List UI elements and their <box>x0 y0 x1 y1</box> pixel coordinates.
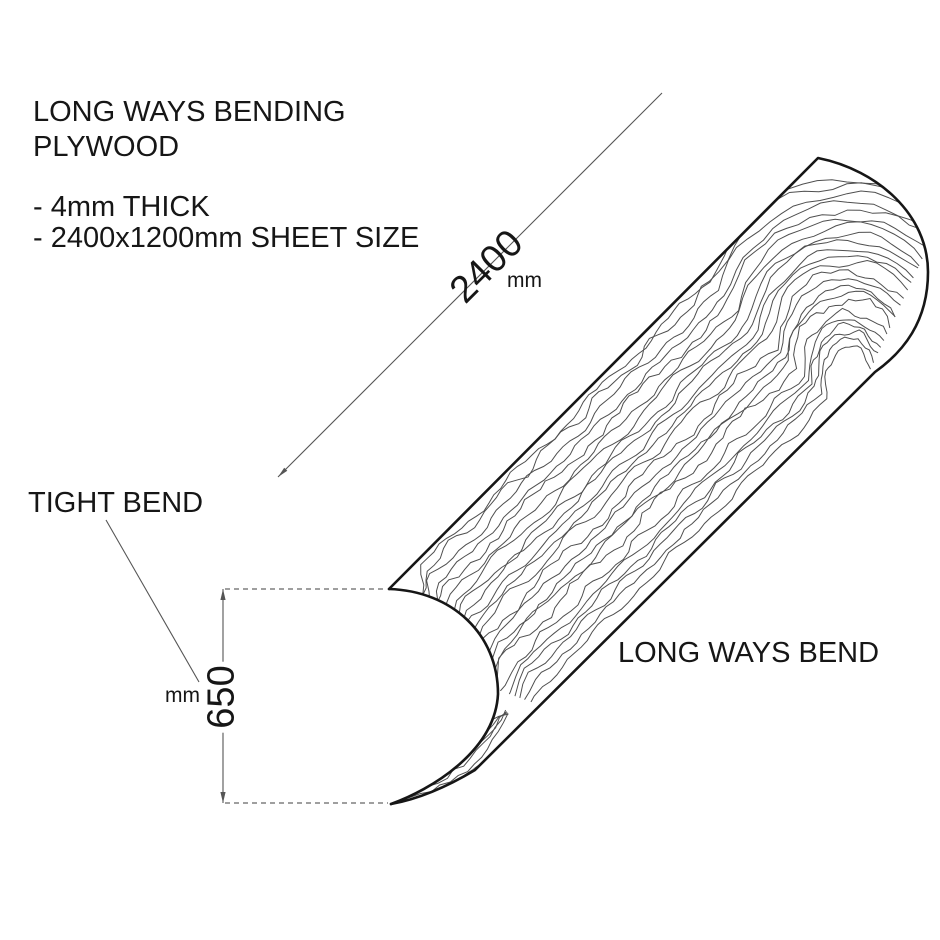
grain-line <box>389 321 882 776</box>
tight-bend-label: TIGHT BEND <box>28 487 204 519</box>
grain-line <box>389 179 928 630</box>
tight-bend-leader-line <box>105 519 200 683</box>
tight-bend-outer-arc <box>387 587 500 806</box>
long-ways-bend-label: LONG WAYS BEND <box>618 637 880 669</box>
dimension-unit-650: mm <box>165 684 200 707</box>
title-line-1: LONG WAYS BENDING <box>33 96 346 128</box>
dimension-unit-2400: mm <box>507 269 542 292</box>
spec-thickness: - 4mm THICK <box>33 191 210 223</box>
wood-grain-texture <box>389 179 928 798</box>
grain-line <box>389 329 879 783</box>
grain-line <box>389 182 928 635</box>
dimension-line-2400 <box>277 92 663 478</box>
spec-sheet-size: - 2400x1200mm SHEET SIZE <box>33 222 420 254</box>
grain-line <box>389 231 920 684</box>
sheet-outline <box>387 156 930 806</box>
grain-line <box>389 190 928 644</box>
arrowhead-650-top <box>220 589 226 600</box>
grain-line <box>389 297 891 748</box>
grain-line <box>389 200 928 654</box>
grain-line <box>389 221 923 680</box>
curl-grain-line <box>397 713 509 800</box>
grain-line <box>389 209 928 663</box>
dimension-value-650: 650 <box>200 661 244 733</box>
title-line-2: PLYWOOD <box>33 131 180 163</box>
arrowhead-650-bottom <box>220 792 226 803</box>
arrowhead-2400 <box>278 467 288 477</box>
grain-line <box>389 307 888 766</box>
